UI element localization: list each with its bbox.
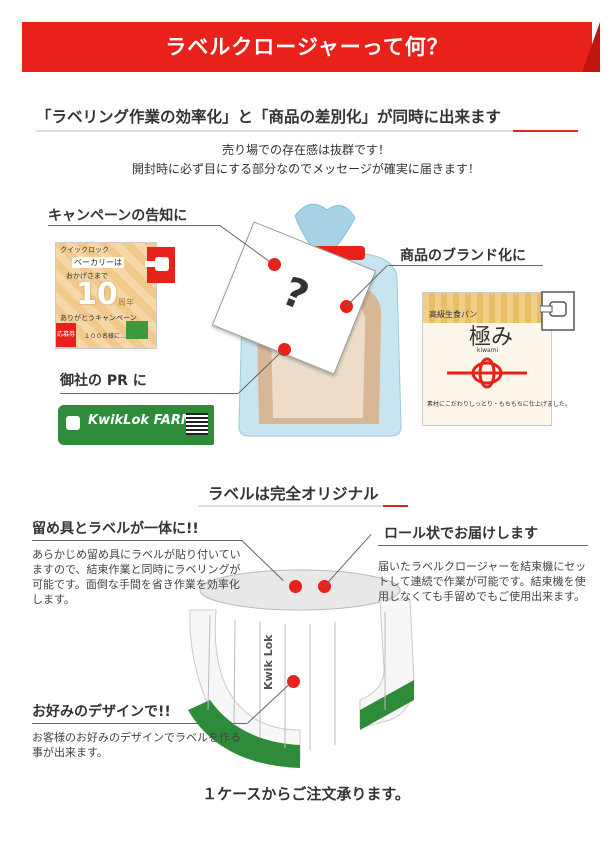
- marker-dot-integrated: [289, 580, 302, 593]
- question-mark: ?: [276, 268, 315, 320]
- marker-dot-campaign: [268, 258, 281, 271]
- section1-line1: 売り場での存在感は抜群です！: [221, 143, 390, 157]
- campaign-unit: 周年: [118, 298, 134, 307]
- campaign-line2: ベーカリーは: [72, 257, 124, 268]
- leader-design-h: [32, 723, 247, 724]
- leader-campaign-h: [48, 225, 220, 226]
- brand-foot: 素材にこだわりしっとり・もちもちに仕上げました。: [427, 401, 571, 408]
- roll-label-text: Kwik Lok: [262, 634, 275, 690]
- campaign-line3: おかげさまで: [66, 272, 108, 280]
- section2-underline: [198, 505, 408, 507]
- para-roll: 届いたラベルクロージャーを結束機にセットして連続で作業が可能です。結束機を使用し…: [378, 560, 587, 603]
- para-integrated: あらかじめ留め具にラベルが貼り付いていますので、結束作業と同時にラベリングが可能…: [32, 548, 241, 606]
- leader-integrated-h: [32, 540, 242, 541]
- qr-code-icon: [186, 413, 208, 435]
- leader-brand-h: [388, 265, 543, 266]
- section1-underline: [36, 130, 578, 132]
- banner-fold: [582, 22, 600, 72]
- title-banner: ラベルクロージャーって何？: [22, 22, 600, 72]
- callout-roll: ロール状でお届けします: [384, 526, 538, 542]
- section1-heading: 「ラベリング作業の効率化」と「商品の差別化」が同時に出来ます: [36, 108, 502, 126]
- para-design: お客様のお好みのデザインでラベルを作る事が出来ます。: [32, 731, 241, 759]
- callout-design: お好みのデザインで!!: [32, 704, 171, 720]
- callout-pr: 御社の PR に: [60, 373, 147, 389]
- pr-clip-hole: [66, 416, 80, 430]
- mizuhiki-knot-icon: [447, 357, 527, 389]
- callout-campaign: キャンペーンの告知に: [48, 208, 188, 224]
- callout-integrated: 留め具とラベルが一体に!!: [32, 521, 199, 537]
- section2-heading: ラベルは完全オリジナル: [208, 485, 379, 503]
- pr-label: KwikLok FARM: [58, 405, 214, 445]
- campaign-label: クイックロック ベーカリーは おかげさまで 10 周年 ありがとうキャンペーン …: [55, 242, 157, 349]
- leader-roll-h: [378, 545, 588, 546]
- campaign-foot: １００名様に…: [84, 333, 127, 340]
- campaign-bag-icon: [126, 321, 148, 339]
- brand-romaji: kiwami: [477, 347, 499, 354]
- brand-small-text: 高級生食パン: [429, 310, 478, 319]
- brand-name: 極み: [469, 325, 514, 350]
- section1-line2: 開封時に必ず目にする部分なのでメッセージが確実に届きます！: [132, 162, 480, 176]
- campaign-stamp: 応募券: [56, 323, 76, 347]
- campaign-line4: ありがとうキャンペーン: [60, 314, 137, 322]
- marker-dot-pr: [278, 343, 291, 356]
- brand-label-band: [423, 293, 551, 323]
- campaign-big-number: 10: [76, 277, 118, 312]
- white-clip-icon: [540, 291, 575, 331]
- leader-pr-h: [60, 393, 238, 394]
- pr-label-text: KwikLok FARM: [88, 413, 194, 428]
- order-note: １ケースからご注文承ります。: [202, 785, 410, 803]
- brand-label: 高級生食パン 極み kiwami 素材にこだわりしっとり・もちもちに仕上げました…: [422, 292, 571, 426]
- campaign-line1: クイックロック: [60, 246, 109, 254]
- page-title: ラベルクロージャーって何？: [165, 35, 449, 59]
- red-clip-icon: [145, 247, 175, 283]
- marker-dot-design: [287, 675, 300, 688]
- callout-brand: 商品のブランド化に: [400, 248, 526, 264]
